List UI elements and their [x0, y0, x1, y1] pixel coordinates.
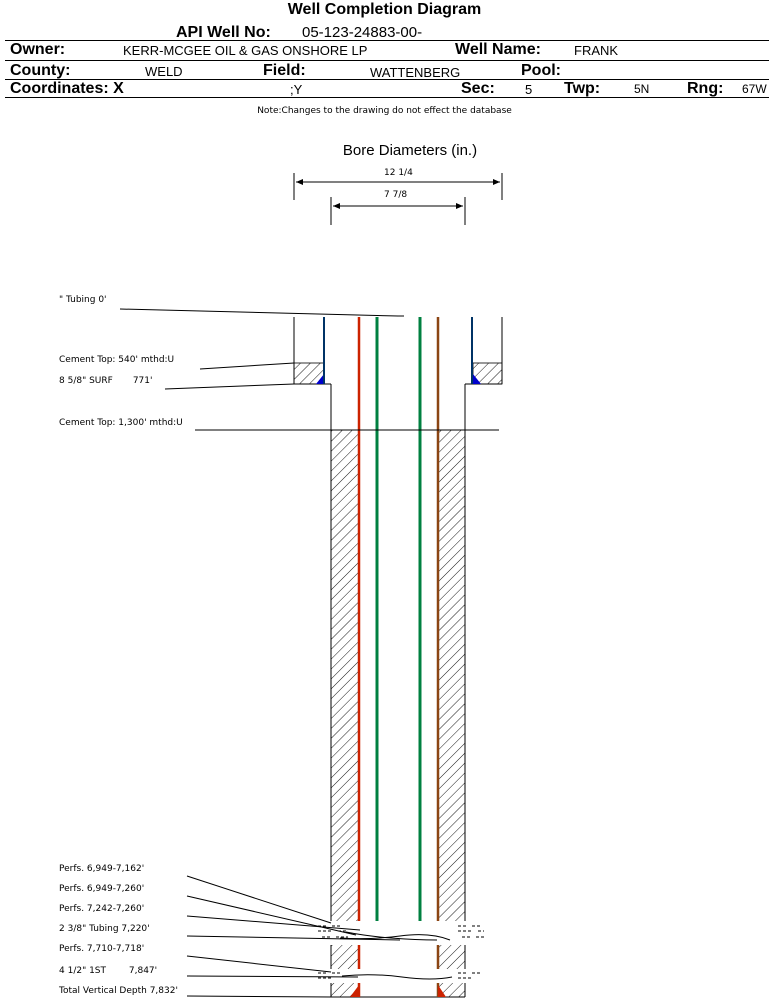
sec-value: 5 [525, 82, 533, 97]
header-divider [5, 79, 769, 80]
bore-dimension-inner [330, 197, 466, 225]
header-divider [5, 60, 769, 61]
surface-hole [293, 317, 503, 385]
perfs-label-1: Perfs. 6,949-7,162' [59, 864, 145, 874]
surface-casing-label: 8 5/8" SURF 771' [59, 376, 153, 386]
twp-value: 5N [634, 82, 650, 96]
field-value: WATTENBERG [370, 65, 461, 80]
perforation-zone-lower [316, 969, 484, 983]
api-label: API Well No: [176, 24, 271, 41]
tubing-depth-label: 2 3/8" Tubing 7,220' [59, 924, 150, 934]
field-label: Field: [263, 62, 306, 79]
perfs-label-4: Perfs. 7,710-7,718' [59, 944, 145, 954]
perforation-zone-upper [316, 921, 484, 945]
well-name-label: Well Name: [455, 41, 541, 58]
total-depth-label: Total Vertical Depth 7,832' [59, 986, 178, 996]
sec-label: Sec: [461, 80, 495, 97]
bore-dimension-outer [293, 173, 503, 200]
owner-value: KERR-MCGEE OIL & GAS ONSHORE LP [123, 43, 368, 58]
tubing-top-label: " Tubing 0' [59, 295, 107, 305]
diagram-title: Well Completion Diagram [287, 1, 482, 18]
production-casing [350, 317, 446, 997]
leader-lines [119, 308, 499, 998]
coordinates-y: ;Y [290, 82, 303, 97]
well-name-value: FRANK [574, 43, 619, 58]
rng-label: Rng: [687, 80, 724, 97]
perfs-label-3: Perfs. 7,242-7,260' [59, 904, 145, 914]
pool-label: Pool: [521, 62, 561, 79]
cement-top-surface-label: Cement Top: 540' mthd:U [59, 355, 175, 365]
county-value: WELD [145, 64, 183, 79]
coordinates-label: Coordinates: X [10, 80, 124, 97]
county-label: County: [10, 62, 71, 79]
bore-diameters-title: Bore Diameters (in.) [342, 142, 478, 159]
header-divider [5, 97, 769, 98]
bore-outer-value: 12 1/4 [384, 168, 413, 178]
production-casing-label: 4 1/2" 1ST 7,847' [59, 966, 158, 976]
api-value: 05-123-24883-00- [302, 24, 423, 41]
surface-casing [323, 317, 473, 384]
cement-top-production-label: Cement Top: 1,300' mthd:U [59, 418, 183, 428]
perfs-label-2: Perfs. 6,949-7,260' [59, 884, 145, 894]
surface-cement [293, 362, 503, 385]
header-divider [5, 40, 769, 41]
rng-value: 67W [742, 82, 767, 96]
tubing-string [375, 317, 422, 922]
owner-label: Owner: [10, 41, 66, 58]
database-note: Note:Changes to the drawing do not effec… [257, 106, 512, 116]
production-cement [331, 429, 465, 997]
twp-label: Twp: [564, 80, 601, 97]
bore-inner-value: 7 7/8 [384, 190, 408, 200]
